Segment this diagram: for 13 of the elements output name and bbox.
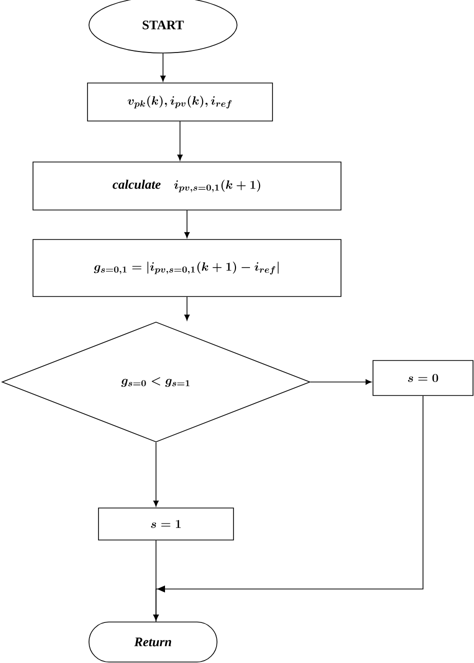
process-box: $s = 0$: [372, 360, 474, 396]
arrow: [153, 442, 159, 507]
process-box: $s = 1$: [98, 508, 234, 540]
arrow: [310, 379, 372, 385]
end-terminal: Return: [88, 622, 218, 662]
process-box: $g_{s=0,1} = |i_{pv,s=0,1}(k+1) - i_{ref}|$: [32, 239, 342, 297]
arrow: [153, 396, 424, 622]
arrow: [184, 296, 190, 321]
arrow: [160, 53, 166, 82]
process-box: $\mathit{calculate}\quad i_{pv,s=0,1}(k+1)$: [32, 162, 342, 210]
arrow: [177, 121, 183, 161]
input-box: $v_{pk}(k), i_{pv}(k), i_{ref}$: [87, 82, 273, 122]
arrow: [184, 210, 190, 238]
